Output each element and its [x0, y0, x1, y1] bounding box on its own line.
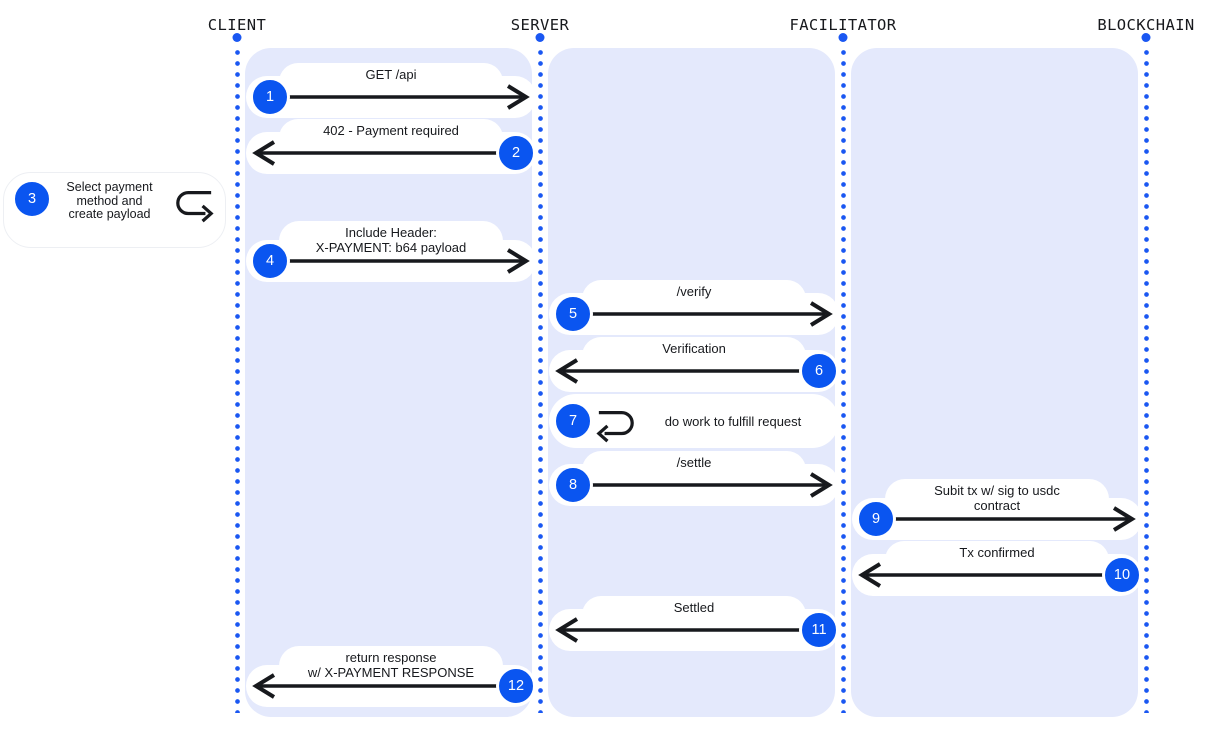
arrow-right-icon — [886, 506, 1136, 532]
lifeline-blockchain — [1143, 47, 1149, 713]
message-step-10: Tx confirmed 10 — [852, 541, 1142, 596]
arrow-right-icon — [583, 472, 833, 498]
message-step-11: Settled 11 — [549, 596, 839, 651]
lifeline-top-dot — [535, 33, 545, 42]
message-label: GET /api — [279, 63, 503, 101]
arrow-left-icon — [252, 140, 502, 166]
message-label-line: Subit tx w/ sig to usdc — [934, 483, 1060, 498]
lifeline-facilitator — [840, 47, 846, 713]
message-label-line: create payload — [68, 207, 151, 221]
message-label-line: Tx confirmed — [959, 545, 1035, 560]
loop-left-icon — [595, 404, 637, 449]
arrow-left-icon — [252, 673, 502, 699]
lifeline-top-dot — [232, 33, 242, 42]
arrow-left-icon — [555, 358, 805, 384]
lane-facilitator-blockchain — [851, 48, 1138, 717]
message-label-line: Include Header: — [345, 225, 437, 240]
message-label-line: /verify — [676, 284, 712, 299]
message-label-line: return response — [345, 650, 437, 665]
message-label-line: X-PAYMENT: b64 payload — [315, 239, 467, 255]
step-badge: 10 — [1102, 555, 1142, 595]
message-step-8: /settle 8 — [549, 451, 839, 506]
message-label: 402 - Payment required — [279, 119, 503, 157]
step-badge: 1 — [250, 77, 290, 117]
actor-label-facilitator: FACILITATOR — [789, 16, 897, 34]
message-label-line: contract — [973, 497, 1021, 513]
lifeline-top-dot — [1141, 33, 1151, 42]
step-badge: 8 — [553, 465, 593, 505]
message-step-1: GET /api 1 — [246, 63, 536, 118]
message-step-5: /verify 5 — [549, 280, 839, 335]
step-badge: 6 — [799, 351, 839, 391]
step-badge: 3 — [12, 179, 52, 219]
actor-label-blockchain: BLOCKCHAIN — [1097, 16, 1195, 34]
step-badge: 2 — [496, 133, 536, 173]
message-label-line: Select payment — [66, 180, 153, 194]
message-label: Verification — [582, 337, 806, 375]
message-step-2: 402 - Payment required 2 — [246, 119, 536, 174]
step-badge: 12 — [496, 666, 536, 706]
message-label-line: Verification — [662, 341, 726, 356]
lifeline-client — [234, 47, 240, 713]
message-label-line: method and — [76, 193, 143, 208]
step-badge: 11 — [799, 610, 839, 650]
message-label-line: GET /api — [365, 67, 417, 82]
message-label: Tx confirmed — [885, 541, 1109, 579]
lifeline-top-dot — [838, 33, 848, 42]
message-label: /settle — [582, 451, 806, 489]
message-label: do work to fulfill request — [641, 394, 825, 448]
step-badge: 7 — [553, 401, 593, 441]
message-label: /verify — [582, 280, 806, 318]
message-label-line: Settled — [673, 600, 715, 615]
arrow-left-icon — [858, 562, 1108, 588]
actor-label-client: CLIENT — [207, 16, 267, 34]
message-step-6: Verification 6 — [549, 337, 839, 392]
self-message-step-7: do work to fulfill request 7 — [549, 394, 839, 448]
lifeline-server — [537, 47, 543, 713]
message-label-line: w/ X-PAYMENT RESPONSE — [307, 664, 475, 680]
message-label-line: /settle — [676, 455, 712, 470]
step-badge: 4 — [250, 241, 290, 281]
arrow-right-icon — [280, 248, 530, 274]
message-label-line: 402 - Payment required — [323, 123, 459, 138]
message-label: Include Header:X-PAYMENT: b64 payload — [279, 221, 503, 273]
step-badge: 9 — [856, 499, 896, 539]
message-label: Settled — [582, 596, 806, 634]
message-label-line: do work to fulfill request — [664, 413, 802, 429]
actor-label-server: SERVER — [510, 16, 570, 34]
step-badge: 5 — [553, 294, 593, 334]
arrow-right-icon — [280, 84, 530, 110]
loop-right-icon — [173, 184, 215, 229]
arrow-left-icon — [555, 617, 805, 643]
arrow-right-icon — [583, 301, 833, 327]
